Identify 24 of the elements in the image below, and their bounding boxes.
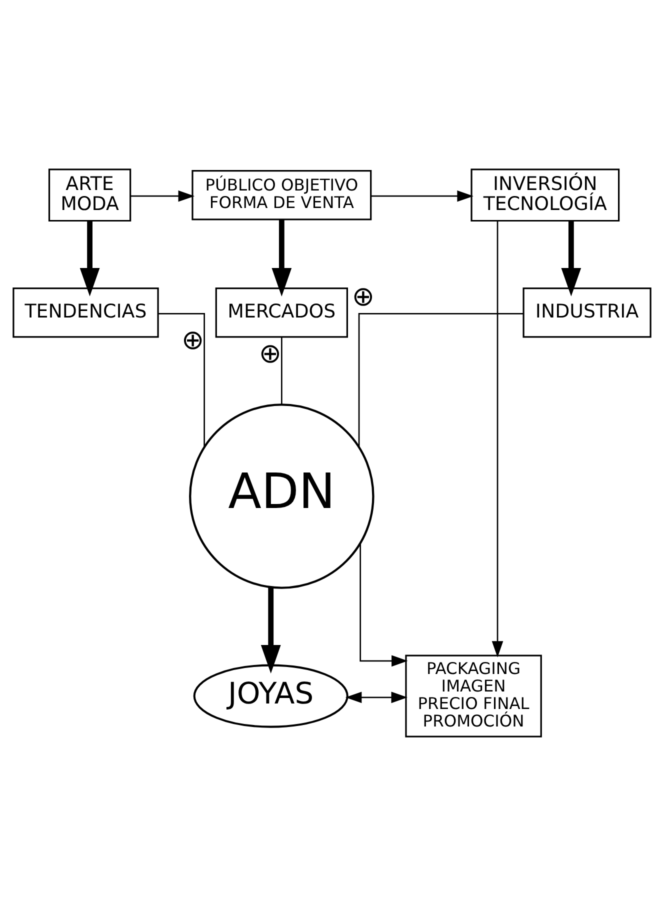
node-box: ARTE MODA xyxy=(48,168,132,222)
edge-label: ⊕ xyxy=(352,282,375,313)
edge-label: ⊕ xyxy=(258,338,282,370)
node-circle: ADN xyxy=(189,404,374,589)
node-box: MERCADOS xyxy=(215,288,348,338)
node-box: PACKAGING IMAGEN PRECIO FINAL PROMOCIÓN xyxy=(405,654,542,738)
node-ellipse: JOYAS xyxy=(193,664,348,728)
connector xyxy=(281,337,282,404)
arrow xyxy=(130,190,195,202)
node-box: TENDENCIAS xyxy=(12,288,159,338)
arrow xyxy=(272,219,292,296)
arrow xyxy=(561,221,582,296)
arrow xyxy=(345,692,408,704)
arrow xyxy=(260,587,281,674)
node-box: INVERSIÓN TECNOLOGÍA xyxy=(470,168,620,222)
edge-label: ⊕ xyxy=(182,325,204,356)
node-box: PÚBLICO OBJETIVO FORMA DE VENTA xyxy=(192,170,372,220)
arrow xyxy=(80,221,100,296)
arrow xyxy=(370,190,474,202)
node-box: INDUSTRIA xyxy=(522,288,652,338)
connector xyxy=(358,312,524,447)
arrow xyxy=(492,220,504,658)
connector xyxy=(158,312,205,447)
arrow xyxy=(360,543,408,667)
